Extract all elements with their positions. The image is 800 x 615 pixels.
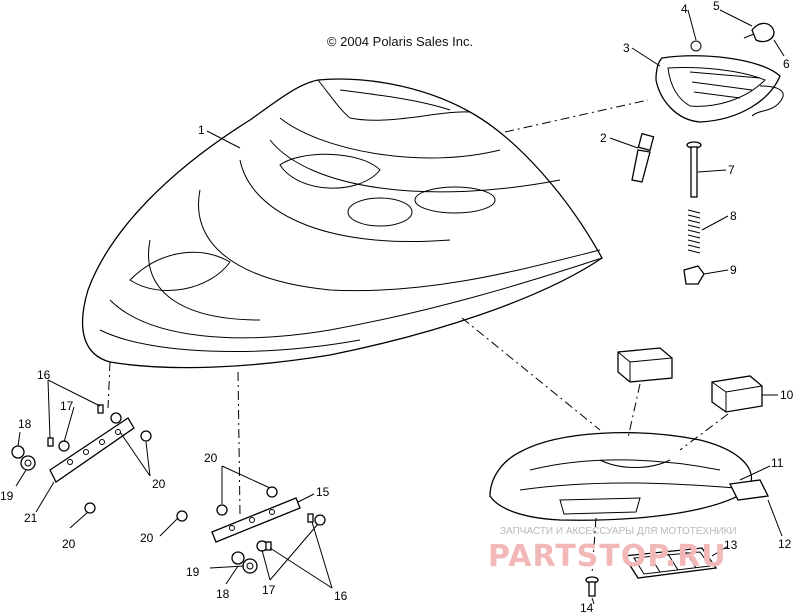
foam-block-right: [711, 375, 763, 413]
callout-1: 1: [198, 123, 205, 137]
nut-20-left: [84, 430, 152, 514]
foam-block-left: [617, 347, 673, 383]
callout-7: 7: [728, 163, 735, 177]
callout-10: 10: [780, 388, 794, 402]
callout-20-left-top: 20: [152, 477, 166, 491]
grommet-19-left: [20, 455, 36, 471]
callout-17-right: 17: [262, 583, 276, 597]
callout-18-left: 18: [18, 417, 32, 431]
bulb-part: [743, 22, 775, 43]
callout-9: 9: [730, 263, 737, 277]
mount-bracket-left: [49, 417, 135, 483]
callout-3: 3: [623, 41, 630, 55]
watermark-brand: PARTSTOP.RU: [488, 539, 727, 574]
callout-2: 2: [600, 131, 607, 145]
callout-17-left: 17: [60, 399, 74, 413]
callout-4: 4: [681, 2, 688, 16]
callout-20-right-top: 20: [204, 451, 218, 465]
bolt-part-7: [686, 141, 702, 198]
callout-14: 14: [580, 601, 594, 615]
alignment-lines: [107, 99, 729, 575]
callout-6: 6: [783, 57, 790, 71]
callout-12: 12: [778, 537, 792, 551]
callout-19-left: 19: [0, 489, 14, 503]
grommet-19-right: [242, 558, 258, 574]
callout-19-right: 19: [186, 565, 200, 579]
copyright-notice: © 2004 Polaris Sales Inc.: [326, 34, 474, 49]
hood-part: [81, 78, 603, 369]
watermark-subtitle: ЗАПЧАСТИ И АКСЕССУАРЫ ДЛЯ МОТОТЕХНИКИ: [500, 526, 737, 537]
rivet-18-left: [11, 445, 25, 459]
callout-16-right: 16: [334, 589, 348, 603]
screw-part-14: [585, 576, 599, 597]
watermark: ЗАПЧАСТИ И АКСЕССУАРЫ ДЛЯ МОТОТЕХНИКИ PA…: [488, 526, 737, 574]
leader-lines: [15, 9, 785, 605]
belly-pan-part: [489, 432, 753, 521]
nut-20-right: [176, 486, 278, 522]
callout-20-left-bottom: 20: [62, 537, 76, 551]
bracket-part-2: [631, 132, 655, 183]
label-decal-12: [729, 479, 769, 501]
callout-21: 21: [24, 511, 38, 525]
callout-13: 13: [724, 538, 738, 552]
fastener-16-left: [47, 404, 104, 447]
callout-16-left: 16: [37, 368, 51, 382]
rivet-18-right: [231, 551, 245, 565]
fastener-16-right: [265, 513, 314, 551]
headlight-part: [655, 40, 784, 123]
mesh-screen-13: [622, 547, 718, 579]
callout-20-right-bottom: 20: [140, 531, 154, 545]
callout-8: 8: [730, 209, 737, 223]
nut-part-9: [683, 265, 705, 285]
callout-18-right: 18: [216, 587, 230, 601]
washer-17-left: [58, 412, 122, 452]
callout-5: 5: [713, 0, 720, 13]
mount-bracket-right: [211, 497, 301, 543]
spring-part-8: [687, 209, 701, 254]
callout-15: 15: [316, 485, 330, 499]
callout-11: 11: [771, 456, 784, 470]
